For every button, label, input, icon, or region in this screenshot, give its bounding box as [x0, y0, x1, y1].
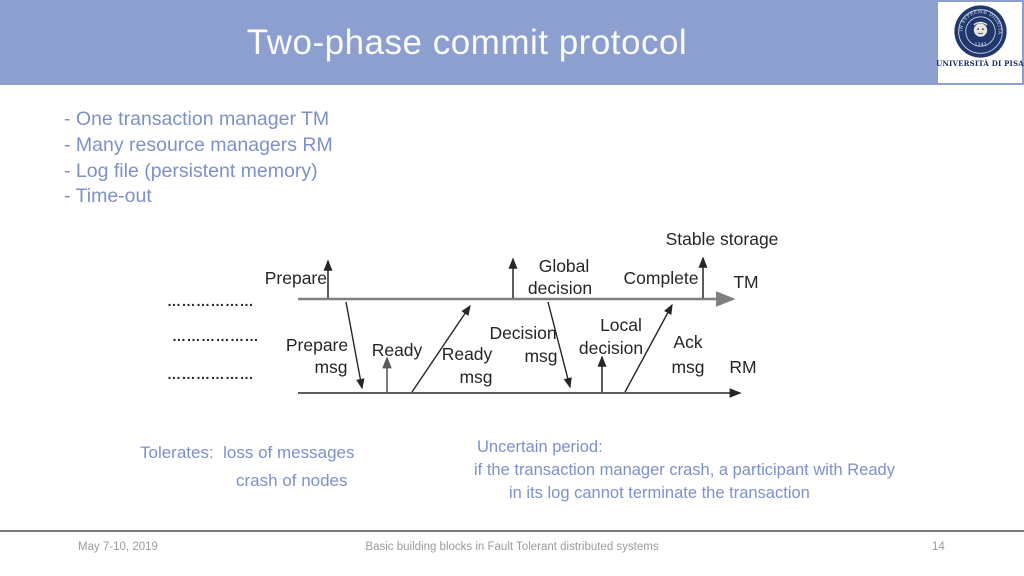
ready-msg-label-line2: msg	[459, 367, 492, 387]
global-decision-label-line2: decision	[528, 278, 592, 298]
complete-label: Complete	[624, 268, 699, 288]
ready-label: Ready	[372, 340, 423, 360]
decision-msg-label-line1: Decision	[489, 323, 556, 343]
university-seal-icon: IN SVPREMÆ DIGNITATIS 1343	[952, 3, 1007, 58]
ack-msg-arrow	[624, 303, 673, 393]
university-logo: IN SVPREMÆ DIGNITATIS 1343 UNIVERSITÀ DI…	[936, 2, 1024, 83]
prepare-msg-label-line1: Prepare	[286, 335, 348, 355]
title-area: Two-phase commit protocol	[0, 0, 934, 85]
slide-header: Two-phase commit protocol IN SVPREMÆ DIG…	[0, 0, 1024, 85]
bullet-item: - One transaction manager TM	[64, 108, 330, 130]
bullet-item: - Log file (persistent memory)	[64, 159, 318, 182]
decision-msg-label-line2: msg	[524, 346, 557, 366]
bullet-item: - Time-out	[64, 185, 152, 208]
decision-msg-arrow	[547, 301, 572, 389]
bullet-item: - Many resource managers RM	[64, 133, 333, 156]
bullet-list: - One transaction manager TM - Many reso…	[64, 107, 333, 210]
prepare-msg-arrow	[345, 301, 365, 390]
ack-msg-label-line2: msg	[671, 357, 704, 377]
ready-msg-arrow	[411, 304, 471, 393]
uncertain-period-line2: if the transaction manager crash, a part…	[474, 461, 895, 479]
global-decision-label-line1: Global	[539, 256, 590, 276]
tm-label: TM	[733, 272, 758, 292]
ellipsis-row: ………………	[167, 366, 254, 382]
footer-divider	[0, 530, 1024, 532]
tolerates-note-line1: Tolerates: loss of messages	[140, 443, 355, 462]
stable-storage-label: Stable storage	[666, 229, 779, 249]
footer-course-title: Basic building blocks in Fault Tolerant …	[365, 541, 659, 553]
seal-cherub-face	[972, 21, 988, 37]
footer-page-number: 14	[932, 541, 945, 553]
rm-label: RM	[729, 357, 756, 377]
seal-year: 1343	[974, 42, 986, 48]
local-decision-label-line2: decision	[579, 338, 643, 358]
footer-date: May 7-10, 2019	[78, 541, 158, 553]
prepare-msg-label-line2: msg	[314, 357, 347, 377]
prepare-label: Prepare	[265, 268, 327, 288]
ready-msg-label-line1: Ready	[442, 344, 493, 364]
uncertain-period-line3: in its log cannot terminate the transact…	[509, 484, 810, 502]
ellipsis-row: ………………	[167, 293, 254, 309]
ack-msg-label-line1: Ack	[673, 332, 702, 352]
local-decision-label-line1: Local	[600, 315, 642, 335]
university-name: UNIVERSITÀ DI PISA	[936, 59, 1024, 68]
uncertain-period-line1: Uncertain period:	[477, 438, 603, 456]
ellipsis-row: ………………	[172, 328, 259, 344]
page-title: Two-phase commit protocol	[246, 22, 688, 62]
tolerates-note-line2: crash of nodes	[236, 471, 348, 490]
